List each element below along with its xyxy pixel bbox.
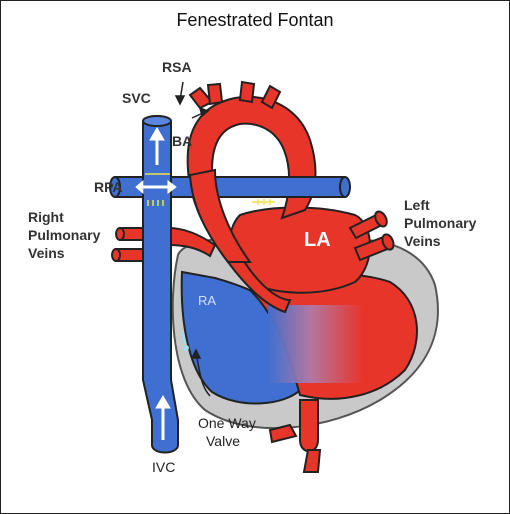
label-right-pulmonary-veins-3: Veins [28, 245, 65, 261]
label-one-way-valve-1: One Way [198, 415, 256, 431]
label-svc: SVC [122, 90, 151, 106]
descending-aorta [300, 400, 318, 451]
label-ba: BA [172, 133, 192, 149]
label-left-pulmonary-veins-2: Pulmonary [404, 215, 477, 231]
label-ivc: IVC [152, 459, 175, 475]
label-right-pulmonary-veins-1: Right [28, 209, 64, 225]
label-left-pulmonary-veins-3: Veins [404, 233, 441, 249]
label-rpa: RPA [94, 179, 123, 195]
label-right-pulmonary-veins-2: Pulmonary [28, 227, 101, 243]
label-rsa: RSA [162, 59, 192, 75]
label-ra: RA [198, 293, 216, 308]
fenestration-mixing [268, 305, 363, 383]
label-ao: AO [232, 132, 262, 154]
label-left-pulmonary-veins-1: Left [404, 197, 430, 213]
label-la: LA [304, 229, 331, 251]
label-one-way-valve-2: Valve [206, 433, 240, 449]
